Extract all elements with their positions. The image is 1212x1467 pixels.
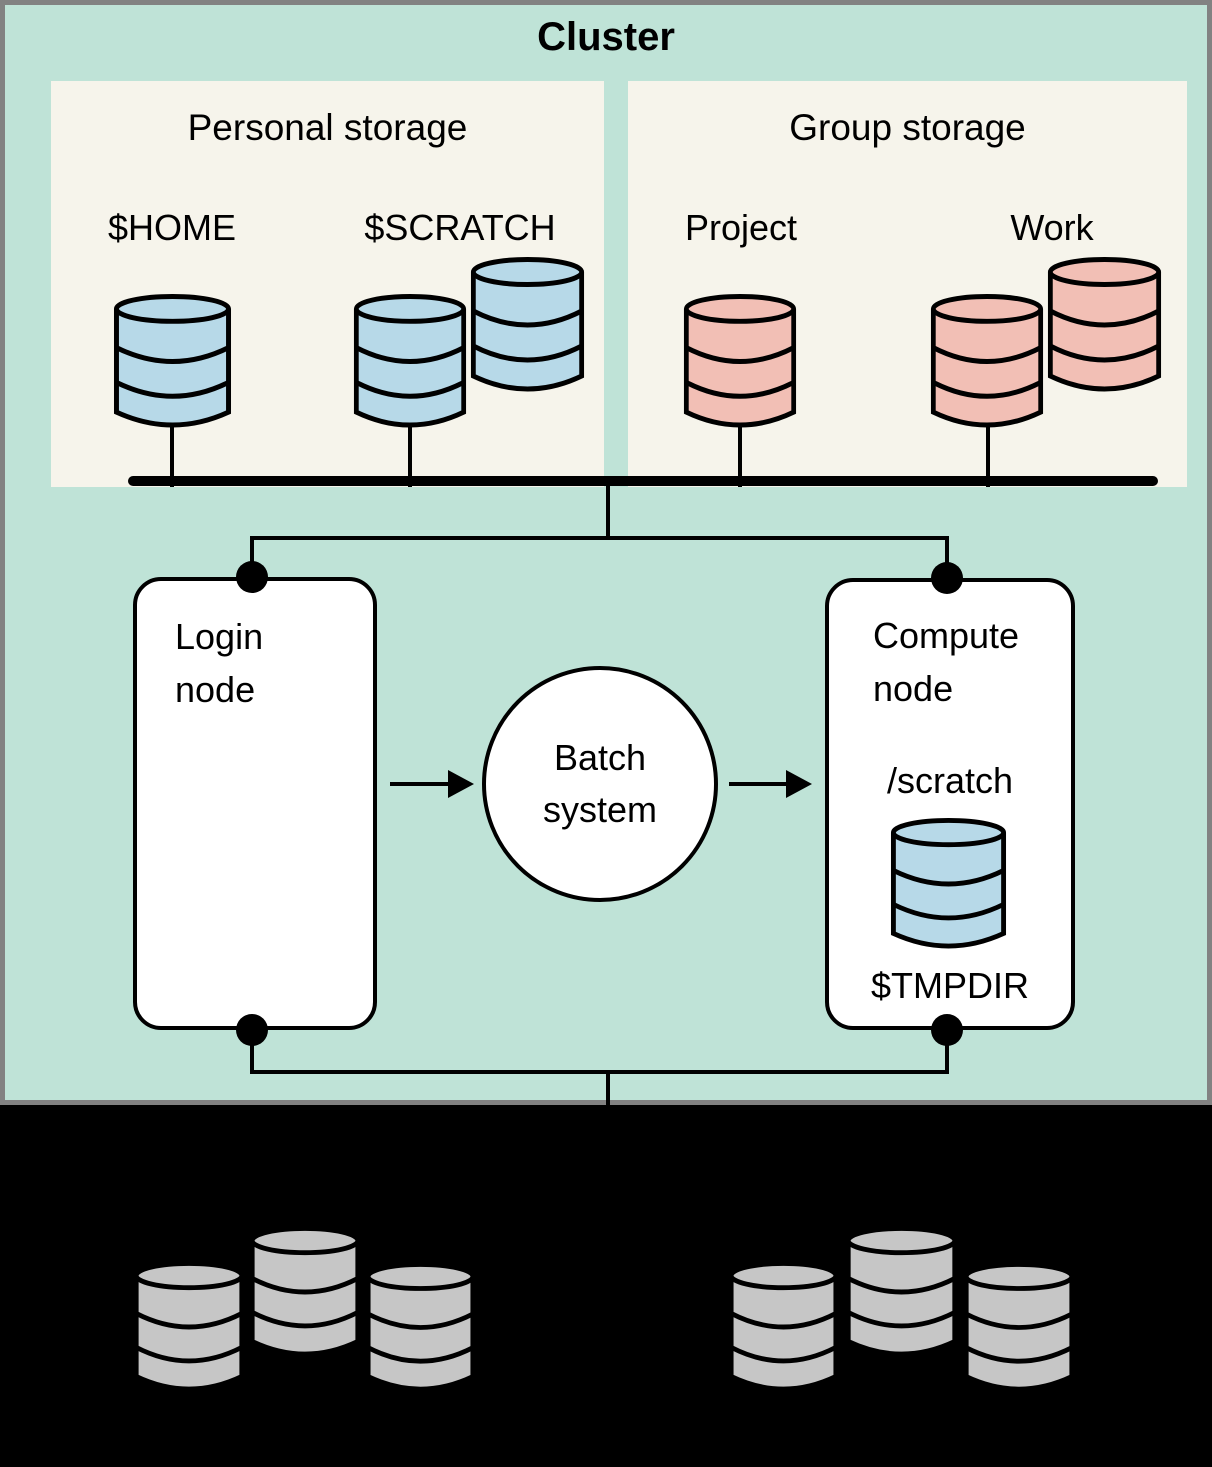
compute-bottom-connector-dot xyxy=(931,1014,963,1046)
tmpdir-database-icon xyxy=(890,819,1007,949)
login-to-batch-arrowhead-icon xyxy=(448,770,474,798)
batch-system-label-line1: Batch xyxy=(553,736,647,778)
home-database-icon xyxy=(113,295,232,428)
group-storage-box: Group storage Project Work xyxy=(628,81,1187,487)
batch-to-compute-arrow-line xyxy=(729,782,787,786)
compute-top-stub-line xyxy=(945,536,949,580)
batch-to-compute-arrowhead-icon xyxy=(786,770,812,798)
work-database-front-icon xyxy=(1047,258,1162,392)
login-bottom-connector-dot xyxy=(236,1014,268,1046)
external-database-stack-icon xyxy=(963,1263,1075,1392)
external-database-stack-icon xyxy=(845,1227,958,1357)
tmpdir-label: $TMPDIR xyxy=(870,965,1029,1006)
external-database-stack-icon xyxy=(365,1263,476,1392)
bottom-branch-line xyxy=(250,1070,949,1074)
scratch-mount-label: /scratch xyxy=(886,760,1014,801)
home-label: $HOME xyxy=(107,207,237,248)
work-database-back-icon xyxy=(930,295,1044,428)
project-database-icon xyxy=(683,295,797,428)
scratch-label: $SCRATCH xyxy=(364,207,556,248)
personal-storage-box: Personal storage $HOME $SCRATCH xyxy=(51,81,604,487)
login-to-batch-arrow-line xyxy=(390,782,450,786)
compute-bottom-stub-line xyxy=(945,1028,949,1074)
compute-node-box: Compute node /scratch $TMPDIR xyxy=(825,578,1075,1030)
top-branch-line xyxy=(250,536,949,540)
scratch-database-back-icon xyxy=(353,295,467,428)
external-database-stack-icon xyxy=(728,1262,839,1392)
project-label: Project xyxy=(684,207,798,248)
login-node-label-line1: Login xyxy=(175,616,264,657)
personal-storage-title: Personal storage xyxy=(187,107,468,148)
bottom-drop-line xyxy=(606,1070,610,1115)
login-top-stub-line xyxy=(250,536,254,579)
storage-bus-line xyxy=(128,476,1158,486)
compute-node-label-line2: node xyxy=(873,667,954,709)
external-database-stack-icon xyxy=(249,1227,361,1357)
login-bottom-stub-line xyxy=(250,1028,254,1074)
cluster-title: Cluster xyxy=(537,15,675,59)
bus-drop-line xyxy=(606,486,610,538)
compute-top-connector-dot xyxy=(931,562,963,594)
group-storage-title: Group storage xyxy=(789,107,1026,148)
compute-node-label-line1: Compute xyxy=(873,615,1020,656)
scratch-database-front-icon xyxy=(470,258,585,392)
batch-system-label-line2: system xyxy=(542,789,657,830)
batch-system-circle: Batch system xyxy=(482,666,718,902)
login-node-label-line2: node xyxy=(175,668,256,710)
external-database-stack-icon xyxy=(133,1262,245,1392)
login-node-box: Login node xyxy=(133,577,377,1030)
work-label: Work xyxy=(1010,207,1094,248)
login-top-connector-dot xyxy=(236,561,268,593)
